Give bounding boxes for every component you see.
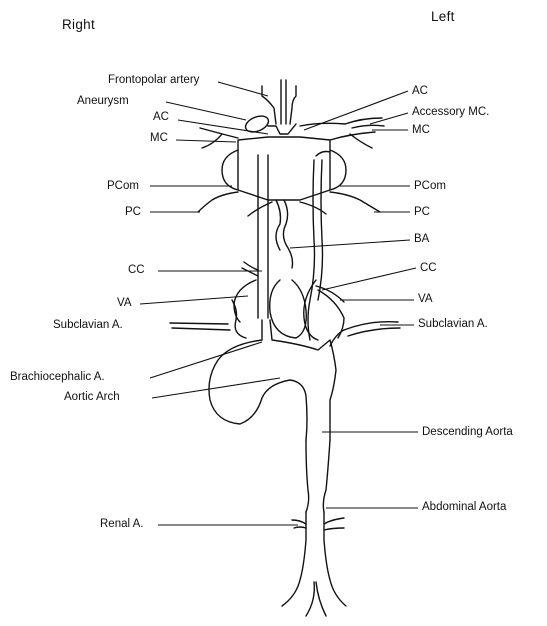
label-cc-left: CC (420, 262, 437, 275)
label-pcom-right: PCom (107, 180, 139, 193)
label-ba: BA (414, 233, 429, 246)
label-descending-aorta: Descending Aorta (422, 426, 513, 439)
aortic-arch (209, 320, 336, 440)
label-cc-right: CC (128, 264, 145, 277)
label-va-left: VA (418, 293, 433, 306)
label-subclavian-left: Subclavian A. (418, 318, 488, 331)
label-renal: Renal A. (100, 518, 143, 531)
middle-cerebral-arteries (200, 128, 375, 148)
label-subclavian-right: Subclavian A. (53, 319, 123, 332)
label-mc-left: MC (412, 124, 430, 137)
right-carotid-artery (242, 155, 268, 318)
label-abdominal-aorta: Abdominal Aorta (422, 501, 506, 514)
basilar-artery-outline (276, 200, 281, 250)
label-frontopolar-artery: Frontopolar artery (108, 74, 199, 87)
label-mc-right: MC (150, 132, 168, 145)
aneurysm-sac (243, 113, 270, 135)
label-leader-lines (140, 82, 418, 525)
basilar-artery (283, 200, 292, 268)
accessory-middle-cerebral-artery (345, 118, 384, 128)
label-pc-right: PC (125, 206, 141, 219)
label-aortic-arch: Aortic Arch (64, 391, 120, 404)
label-aneurysm: Aneurysm (77, 95, 129, 108)
label-pc-left: PC (414, 206, 430, 219)
posterior-communicating-arteries (222, 150, 346, 190)
posterior-cerebral-arteries (198, 192, 380, 216)
label-accessory-mc: Accessory MC. (412, 106, 489, 119)
circle-of-willis (238, 137, 330, 200)
right-subclavian-artery (170, 280, 256, 338)
label-pcom-left: PCom (414, 180, 446, 193)
renal-arteries (292, 518, 344, 530)
vertebral-arteries (270, 280, 344, 340)
label-ac-right: AC (153, 111, 169, 124)
label-brachiocephalic: Brachiocephalic A. (10, 371, 105, 384)
label-ac-left: AC (412, 85, 428, 98)
label-va-right: VA (117, 297, 132, 310)
